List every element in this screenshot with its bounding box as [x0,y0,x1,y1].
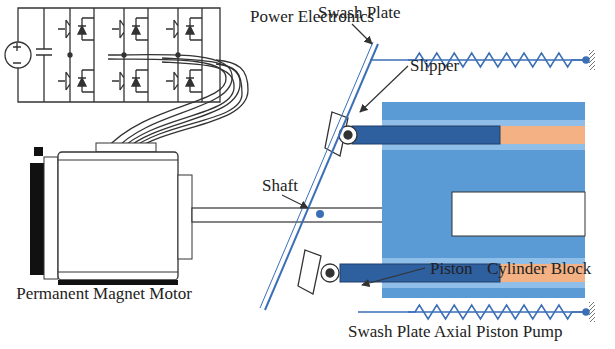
part-label: Piston [430,259,473,278]
swash-plate [260,42,378,310]
part-label: Shaft [262,176,298,195]
part-label: Cylinder Block [487,259,591,278]
leader-arrows [282,24,425,285]
part-label: Swash Plate Axial Piston Pump [348,322,562,341]
part-label: Slipper [410,56,459,75]
motor [30,143,192,285]
part-label: Swash Plate [318,3,401,22]
slippers [298,112,357,294]
motor-cables [105,55,248,150]
pistons [340,126,500,282]
part-label: Permanent Magnet Motor [14,284,194,303]
